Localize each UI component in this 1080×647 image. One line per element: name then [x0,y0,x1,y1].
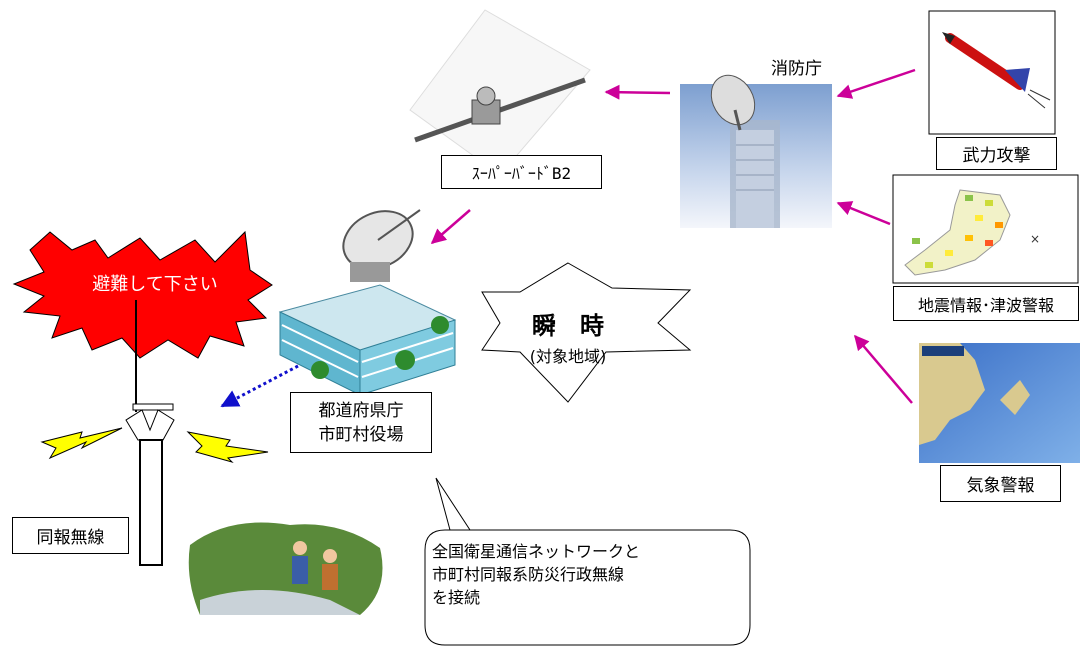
right-signal-bolt [186,431,269,463]
evacuate-label: 避難して下さい [92,274,218,295]
note-line: を接続 [432,588,481,607]
instant-title: 瞬 時 [532,312,604,340]
office-label-line1: 都道府県庁 [318,400,404,421]
svg-text:×: × [1030,232,1040,246]
note-text: 全国衛星通信ネットワークと 市町村同報系防災行政無線 を接続 [432,540,640,609]
radio-tower [125,300,175,566]
arrow-satellite-to-office [430,209,471,244]
quake-map-image: × [892,174,1079,284]
quake-label: 地震情報･津波警報 [893,286,1079,321]
evacuate-burst [12,230,273,359]
instant-subtitle: (対象地域) [529,347,607,366]
office-label-line2: 市町村役場 [318,424,404,445]
weather-map-image [919,343,1080,463]
satellite-image [409,9,591,176]
arrow-missile-to-fdma [836,68,916,99]
radio-label: 同報無線 [12,517,129,554]
instant-burst [481,262,692,403]
office-building-image [278,209,457,396]
arrow-quake-to-fdma [836,201,891,226]
arrow-office-to-tower [220,364,299,408]
arrow-weather-to-fdma [854,334,913,404]
weather-label: 気象警報 [940,465,1061,502]
fdma-building-image [680,74,832,228]
fdma-label: 消防庁 [771,59,822,79]
missile-image [928,10,1056,135]
hikers-image [188,522,383,615]
left-signal-bolt [40,427,123,460]
satellite-label: ｽｰﾊﾟｰﾊﾞｰﾄﾞB2 [441,155,602,189]
note-line: 市町村同報系防災行政無線 [432,565,625,584]
note-bubble [424,477,751,646]
arrow-fdma-to-satellite [604,84,671,100]
office-label: 都道府県庁 市町村役場 [290,392,432,453]
missile-label: 武力攻撃 [936,137,1057,170]
note-line: 全国衛星通信ネットワークと [432,542,641,561]
